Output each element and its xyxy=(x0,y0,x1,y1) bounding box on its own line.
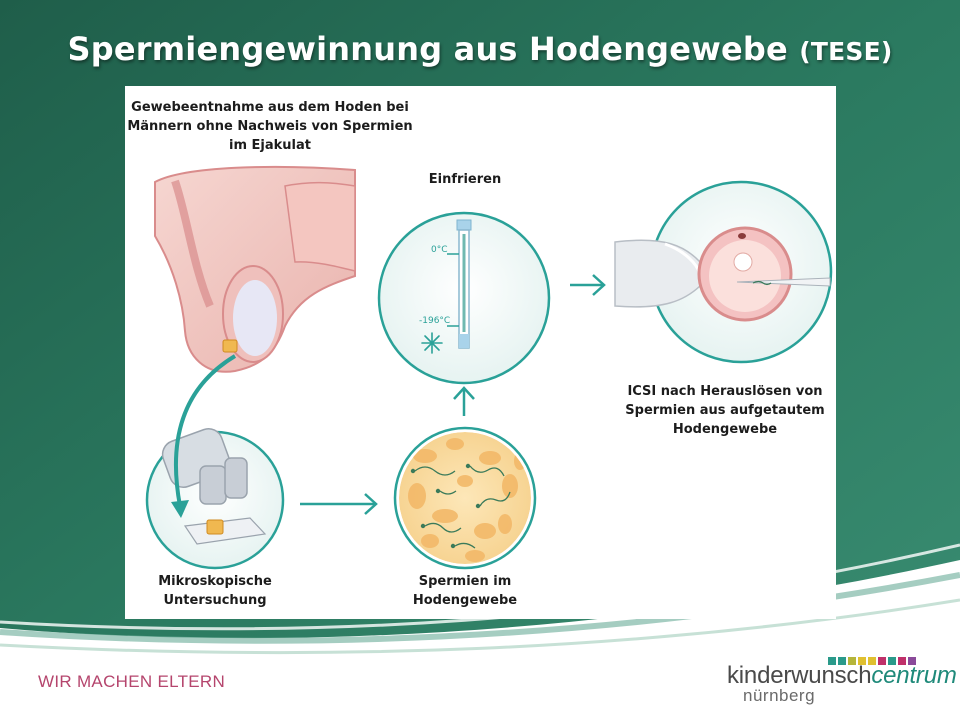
brand-italic: centrum xyxy=(871,662,957,689)
title-abbreviation: (TESE) xyxy=(799,37,893,66)
logo-square xyxy=(858,657,866,665)
caption-freezing: Einfrieren xyxy=(428,172,502,187)
curved-arrow-extraction xyxy=(171,354,237,518)
logo-square xyxy=(888,657,896,665)
tese-diagram: 0°C -196°C xyxy=(145,165,833,570)
brand-logo: kinderwunschcentrum xyxy=(727,662,957,690)
testis-illustration xyxy=(154,165,356,373)
logo-squares xyxy=(828,652,918,670)
caption-icsi: ICSI nach Herauslösen von Spermien aus a… xyxy=(625,384,825,437)
arrow-up xyxy=(453,386,475,416)
logo-square xyxy=(838,657,846,665)
injection-needle xyxy=(736,277,831,287)
slogan: WIR MACHEN ELTERN xyxy=(38,672,226,691)
brand-city: nürnberg xyxy=(743,686,816,705)
logo-square xyxy=(828,657,836,665)
diagram-panel: 0°C -196°C xyxy=(125,86,836,619)
caption-extraction: Gewebeentnahme aus dem Hoden bei Männern… xyxy=(127,100,413,153)
temp-label-0: 0°C xyxy=(431,245,448,255)
arrow-right-2 xyxy=(570,274,606,296)
caption-microscopy: Mikroskopische Untersuchung xyxy=(158,574,272,608)
title-main: Spermiengewinnung aus Hodengewebe xyxy=(67,30,788,68)
logo-square xyxy=(848,657,856,665)
snowflake-icon xyxy=(421,332,443,354)
logo-square xyxy=(878,657,886,665)
arrow-right-1 xyxy=(300,493,378,515)
caption-sperm-tissue: Spermien im Hodengewebe xyxy=(412,574,518,608)
logo-square xyxy=(898,657,906,665)
brand-plain: kinderwunsch xyxy=(727,662,872,689)
oocyte-illustration xyxy=(697,226,793,322)
temp-label-196: -196°C xyxy=(419,316,450,326)
test-tube-icon xyxy=(447,219,472,349)
sperm-tissue-illustration xyxy=(399,432,531,564)
logo-square xyxy=(908,657,916,665)
slide-title: Spermiengewinnung aus Hodengewebe (TESE) xyxy=(0,30,960,68)
logo-square xyxy=(868,657,876,665)
